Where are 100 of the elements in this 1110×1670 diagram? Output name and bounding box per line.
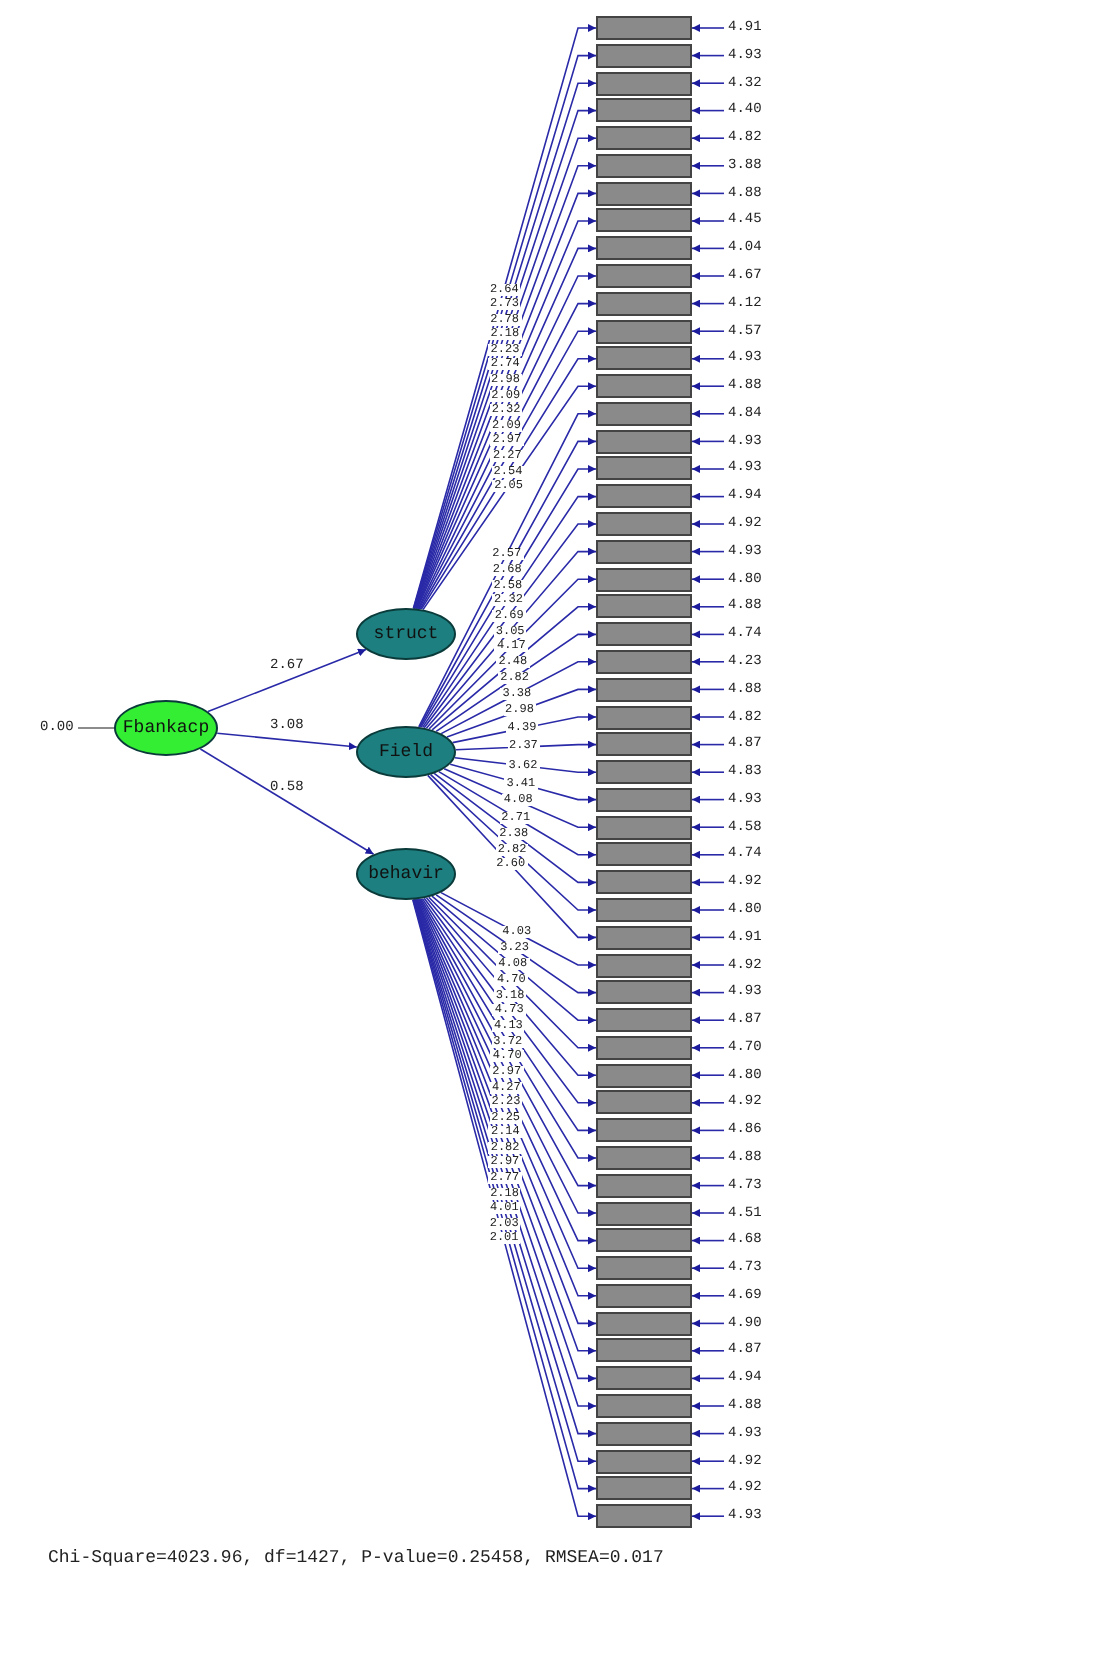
arrow: [691, 134, 725, 143]
arrow: [435, 630, 597, 733]
indicator-box: [596, 870, 692, 895]
arrow: [691, 988, 725, 997]
arrow: [691, 1402, 725, 1410]
arrow: [440, 657, 597, 735]
arrow: [691, 24, 725, 32]
indicator-box: [596, 291, 692, 316]
arrow: [691, 933, 725, 942]
arrow: [691, 1429, 725, 1438]
indicator-box: [596, 1228, 692, 1253]
indicator-box: [596, 1035, 692, 1060]
arrow: [691, 906, 725, 914]
indicator-box: [596, 1173, 692, 1198]
arrow: [691, 437, 725, 446]
arrow: [691, 492, 725, 501]
indicator-box: [596, 897, 692, 922]
arrow: [691, 1209, 725, 1217]
arrow: [691, 217, 725, 225]
arrow: [691, 795, 725, 804]
indicator-box: [596, 1311, 692, 1336]
arrow: [449, 763, 597, 804]
arrow: [691, 602, 725, 611]
indicator-box: [596, 1421, 692, 1446]
indicator-box: [596, 401, 692, 426]
indicator-box: [596, 1063, 692, 1088]
indicator-box: [596, 1145, 692, 1170]
indicator-box: [596, 456, 692, 481]
arrow: [433, 772, 597, 887]
indicator-box: [596, 43, 692, 68]
arrow: [691, 740, 725, 749]
indicator-box: [596, 1201, 692, 1226]
arrow: [691, 272, 725, 280]
arrow: [691, 1071, 725, 1080]
arrow: [691, 1291, 725, 1300]
arrow: [427, 774, 597, 942]
indicator-box: [596, 705, 692, 729]
arrow: [691, 1264, 725, 1273]
arrow: [691, 244, 725, 253]
arrow: [691, 189, 725, 198]
arrow: [428, 896, 597, 1052]
indicator-box: [596, 953, 692, 978]
arrow: [440, 891, 597, 969]
arrow: [691, 1484, 725, 1493]
indicator-box: [596, 181, 692, 206]
arrow: [691, 961, 725, 969]
arrow: [691, 1374, 725, 1383]
indicator-box: [596, 594, 692, 619]
arrow: [691, 823, 725, 832]
indicator-box: [596, 71, 692, 96]
indicator-box: [596, 980, 692, 1005]
indicator-box: [596, 208, 692, 233]
indicator-box: [596, 16, 692, 40]
arrow: [216, 732, 358, 751]
arrow: [691, 79, 725, 88]
arrow: [691, 1512, 725, 1521]
indicator-box: [596, 1256, 692, 1281]
arrow: [431, 895, 597, 1025]
indicator-box: [596, 1338, 692, 1363]
arrow: [455, 740, 597, 751]
indicator-box: [596, 319, 692, 344]
indicator-box: [596, 153, 692, 178]
arrow: [428, 575, 597, 730]
arrow: [429, 773, 597, 914]
indicator-box: [596, 842, 692, 867]
arrow: [435, 894, 597, 997]
indicator-box: [596, 512, 692, 537]
indicator-box: [596, 126, 692, 151]
arrow: [691, 1319, 725, 1328]
indicator-box: [596, 264, 692, 289]
arrow: [691, 465, 725, 473]
arrow: [443, 768, 597, 832]
indicator-box: [596, 760, 692, 785]
arrow: [691, 161, 725, 170]
indicator-box: [596, 374, 692, 399]
indicator-box: [596, 649, 692, 674]
indicator-box: [596, 677, 692, 702]
indicator-box: [596, 98, 692, 123]
arrow: [691, 1181, 725, 1190]
indicator-box: [596, 732, 692, 757]
latent-variable-ellipse: behavir: [356, 848, 456, 900]
indicator-box: [596, 1394, 692, 1418]
arrow: [691, 630, 725, 639]
arrow: [691, 850, 725, 859]
arrow: [691, 409, 725, 418]
arrow: [691, 1457, 725, 1466]
indicator-box: [596, 1008, 692, 1033]
arrow: [691, 1016, 725, 1025]
indicator-box: [596, 787, 692, 812]
indicator-box: [596, 1090, 692, 1115]
arrow: [691, 657, 725, 666]
arrow: [691, 1098, 725, 1107]
arrow: [691, 878, 725, 887]
indicator-box: [596, 1449, 692, 1474]
arrow: [207, 648, 367, 713]
arrow: [431, 602, 597, 731]
indicator-box: [596, 236, 692, 261]
arrow: [691, 106, 725, 115]
indicator-box: [596, 567, 692, 592]
arrow: [454, 757, 597, 777]
